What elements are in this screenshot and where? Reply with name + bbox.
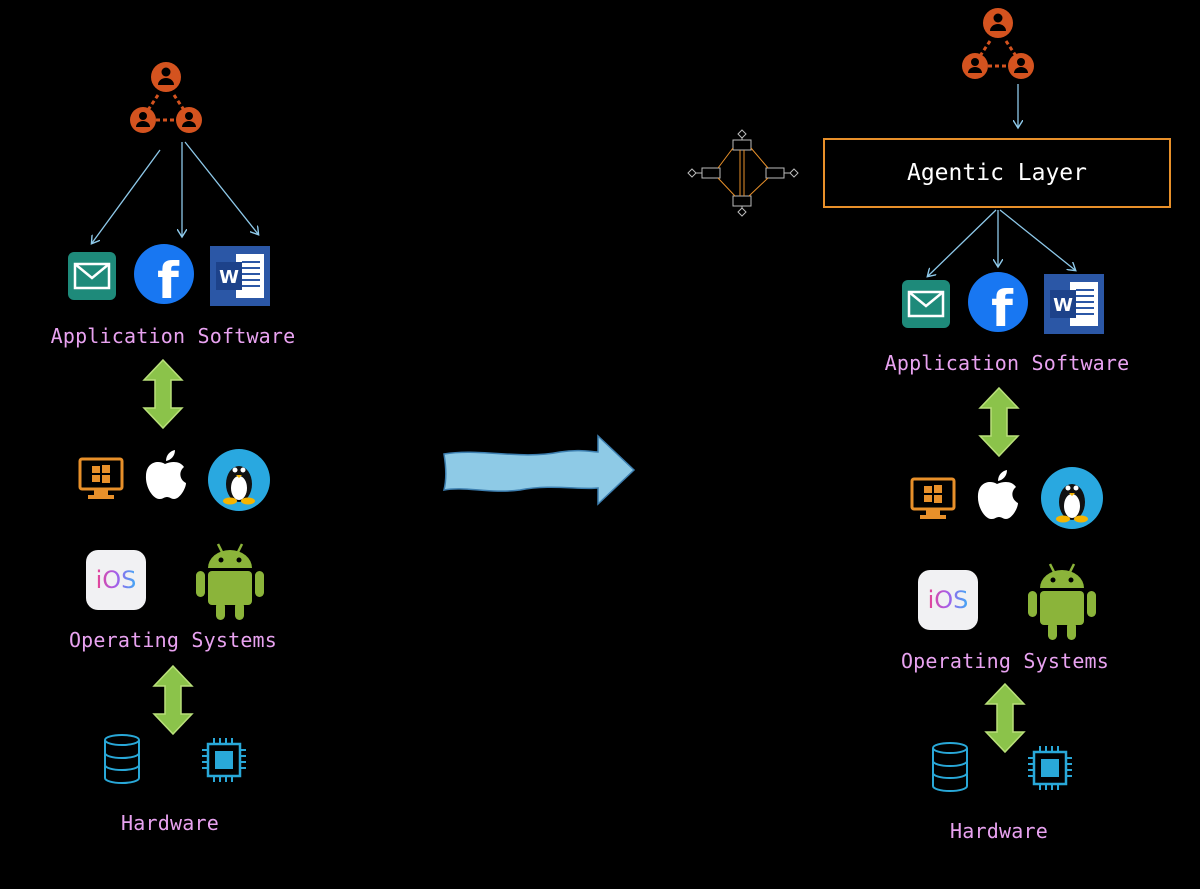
app-os-double-arrow xyxy=(978,386,1020,458)
linux-icon xyxy=(208,449,270,511)
svg-text:W: W xyxy=(1053,295,1073,316)
word-icon: W xyxy=(210,246,270,306)
operating-systems-label: Operating Systems xyxy=(68,628,278,652)
word-icon: W xyxy=(1044,274,1104,334)
transition-arrow xyxy=(442,434,636,506)
users-group-icon xyxy=(130,62,202,133)
application-software-label: Application Software xyxy=(50,324,296,348)
connector-to-word xyxy=(999,209,1075,270)
apple-icon xyxy=(977,470,1018,520)
connector-to-mail xyxy=(928,209,997,276)
os-hw-double-arrow xyxy=(984,682,1026,754)
database-icon xyxy=(932,742,968,792)
application-software-label: Application Software xyxy=(884,351,1130,375)
os-hw-double-arrow xyxy=(152,664,194,736)
ios-icon: iOS xyxy=(86,550,146,610)
windows-monitor-icon xyxy=(78,457,124,499)
operating-systems-label: Operating Systems xyxy=(900,649,1110,673)
mail-icon xyxy=(68,252,116,300)
apple-icon xyxy=(145,450,186,500)
ios-icon: iOS xyxy=(918,570,978,630)
linux-icon xyxy=(1041,467,1103,529)
facebook-icon: f xyxy=(968,272,1028,332)
windows-monitor-icon xyxy=(910,477,956,519)
svg-text:W: W xyxy=(219,267,239,288)
cpu-chip-icon xyxy=(202,738,246,782)
mail-icon xyxy=(902,280,950,328)
workflow-graph-icon xyxy=(687,129,799,217)
users-group-icon xyxy=(962,8,1034,79)
connector-to-mail xyxy=(92,149,161,243)
connector-to-word xyxy=(184,141,258,234)
facebook-icon: f xyxy=(134,244,194,304)
cpu-chip-icon xyxy=(1028,746,1072,790)
agentic-layer-box: Agentic Layer xyxy=(823,138,1171,208)
database-icon xyxy=(104,734,140,784)
agentic-layer-label: Agentic Layer xyxy=(906,160,1087,186)
hardware-label: Hardware xyxy=(121,811,219,835)
app-os-double-arrow xyxy=(142,358,184,430)
android-icon xyxy=(196,543,264,620)
hardware-label: Hardware xyxy=(950,819,1048,843)
android-icon xyxy=(1028,563,1096,640)
